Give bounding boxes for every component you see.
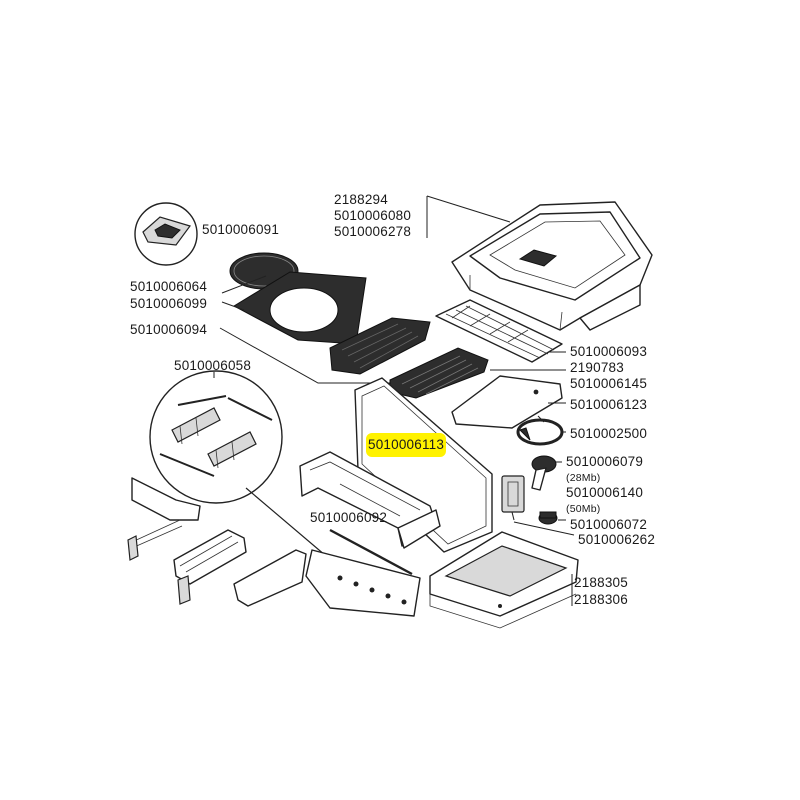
leader-plate xyxy=(221,275,267,294)
regulator-part xyxy=(501,475,525,521)
bracket-detail-callout xyxy=(149,370,283,504)
leader-reg xyxy=(513,521,575,536)
label-2188294: 2188294 xyxy=(334,192,388,207)
label-5010002500: 5010002500 xyxy=(570,426,648,441)
leader-lid-2 xyxy=(426,195,511,223)
firebox-part xyxy=(299,451,441,549)
label-2190783: 2190783 xyxy=(570,360,624,375)
label-5010006099: 5010006099 xyxy=(130,296,208,311)
label-2188305: 2188305 xyxy=(574,575,628,590)
label-5010006140: 5010006140 xyxy=(566,485,644,500)
label-5010006072: 5010006072 xyxy=(570,517,648,532)
label-28mb: (28Mb) xyxy=(566,472,601,484)
warming-rack xyxy=(435,299,563,363)
highlighted-label-5010006113: 5010006113 xyxy=(366,433,447,457)
leader-plate-2 xyxy=(221,301,245,311)
burner-part xyxy=(531,455,557,491)
label-50mb: (50Mb) xyxy=(566,503,601,515)
label-5010006262: 5010006262 xyxy=(578,532,656,547)
label-5010006123: 5010006123 xyxy=(570,397,648,412)
side-table-part xyxy=(429,531,579,629)
leader-grate xyxy=(219,327,425,384)
label-5010006093: 5010006093 xyxy=(570,344,648,359)
knob-part xyxy=(538,511,558,525)
plate-with-hole xyxy=(232,271,367,345)
label-5010006094: 5010006094 xyxy=(130,322,208,337)
cast-iron-grate xyxy=(329,317,431,375)
label-5010006092: 5010006092 xyxy=(310,510,388,525)
label-5010006079: 5010006079 xyxy=(566,454,644,469)
label-5010006064: 5010006064 xyxy=(130,279,208,294)
label-5010006145: 5010006145 xyxy=(570,376,648,391)
label-5010006058: 5010006058 xyxy=(174,358,252,373)
lid-part xyxy=(451,201,653,331)
cart-frame-parts xyxy=(127,477,421,617)
label-5010006278: 5010006278 xyxy=(334,224,412,239)
label-5010006091: 5010006091 xyxy=(202,222,280,237)
label-5010006080: 5010006080 xyxy=(334,208,412,223)
badge-part xyxy=(134,202,198,266)
griddle-plate xyxy=(451,375,563,429)
label-2188306: 2188306 xyxy=(574,592,628,607)
cooking-grid xyxy=(389,347,489,399)
